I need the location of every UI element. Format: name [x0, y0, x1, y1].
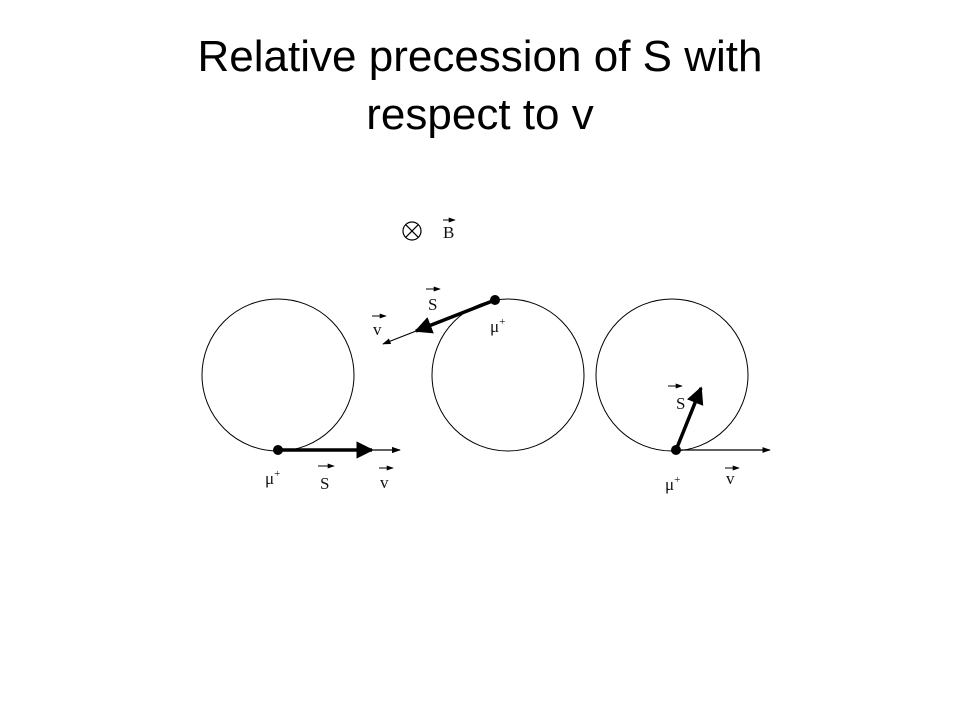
orbit-circle-3 [595, 298, 749, 452]
position-2: μ+ S v [372, 286, 505, 345]
muon-label-2: μ+ [490, 316, 505, 336]
magnetic-field-symbol: B [402, 217, 456, 242]
orbit-circle-1 [201, 298, 355, 452]
muon-dot-3 [671, 445, 681, 455]
spin-arrow-3 [674, 386, 704, 451]
field-circle [402, 221, 422, 241]
slide-title: Relative precession of S with respect to… [0, 28, 960, 144]
position-3: μ+ S v [665, 383, 771, 494]
orbit-circle-2 [431, 298, 585, 452]
muon-label-3: μ+ [665, 474, 680, 494]
spin-label-2: S [428, 295, 437, 314]
spin-label-3: S [676, 394, 685, 413]
spin-label-1: S [320, 474, 329, 493]
title-line-1: Relative precession of S with [197, 32, 763, 81]
muon-dot-2 [490, 295, 500, 305]
velocity-label-2: v [373, 320, 382, 339]
field-cross-b [405, 224, 419, 238]
velocity-label-1: v [380, 473, 389, 492]
muon-label-1: μ+ [265, 468, 280, 488]
position-1: μ+ S v [265, 441, 401, 493]
muon-dot-1 [273, 445, 283, 455]
spin-arrow-2 [414, 298, 496, 334]
title-line-2: respect to v [366, 90, 594, 139]
velocity-label-3: v [726, 469, 735, 488]
field-label: B [443, 223, 454, 242]
